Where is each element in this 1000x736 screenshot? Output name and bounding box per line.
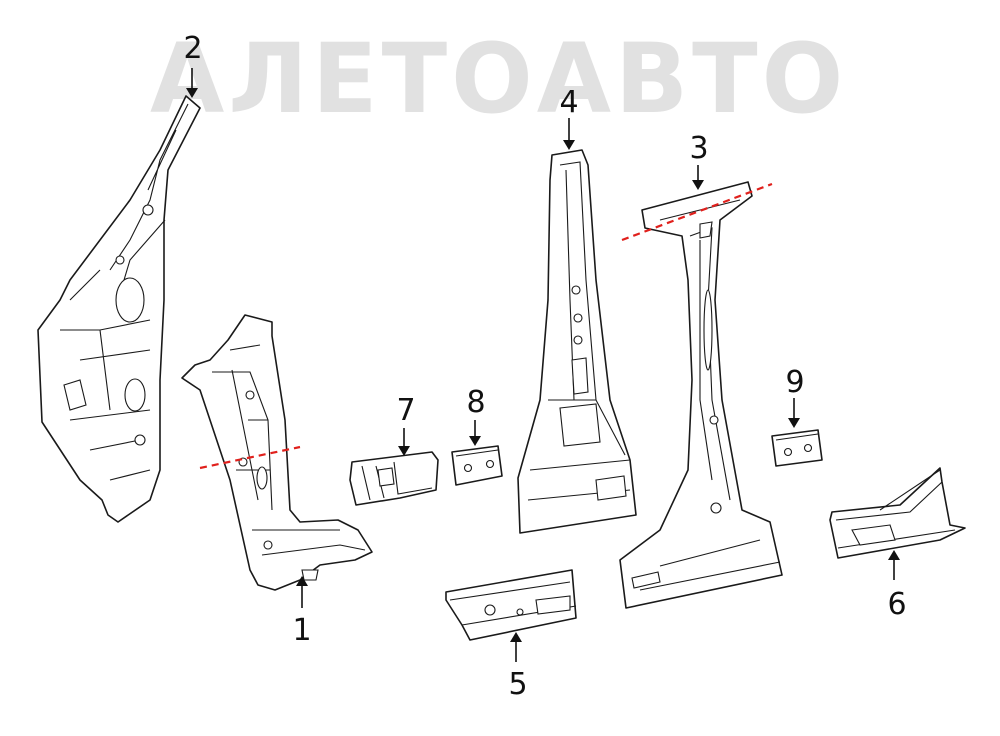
callout-7: 7 [396, 393, 415, 428]
callout-9: 9 [785, 365, 804, 400]
callout-6: 6 [887, 587, 906, 622]
watermark-text: АЛЕТОАВТО [150, 23, 847, 135]
callout-numbers: 1 2 3 4 5 6 7 8 9 [183, 31, 906, 702]
part-9-plate [771, 429, 823, 467]
part-3-b-pillar-outer [619, 181, 783, 609]
callout-3: 3 [689, 131, 708, 166]
callout-5: 5 [508, 667, 527, 702]
cut-line-part-1 [199, 445, 301, 470]
callout-2: 2 [183, 31, 202, 66]
part-4-b-pillar-inner [517, 149, 637, 534]
part-2-quarter-panel [37, 95, 201, 523]
part-8-plate [451, 445, 503, 486]
part-7-bracket [349, 451, 439, 506]
callout-1: 1 [292, 613, 311, 648]
cut-line-part-3 [621, 182, 773, 242]
part-6-rocker-extension [829, 467, 966, 559]
callout-4: 4 [559, 85, 578, 120]
callout-arrows [186, 68, 900, 662]
watermark: АЛЕТОАВТО [150, 23, 847, 135]
callout-8: 8 [466, 385, 485, 420]
part-5-rocker-reinforcement [445, 569, 577, 641]
